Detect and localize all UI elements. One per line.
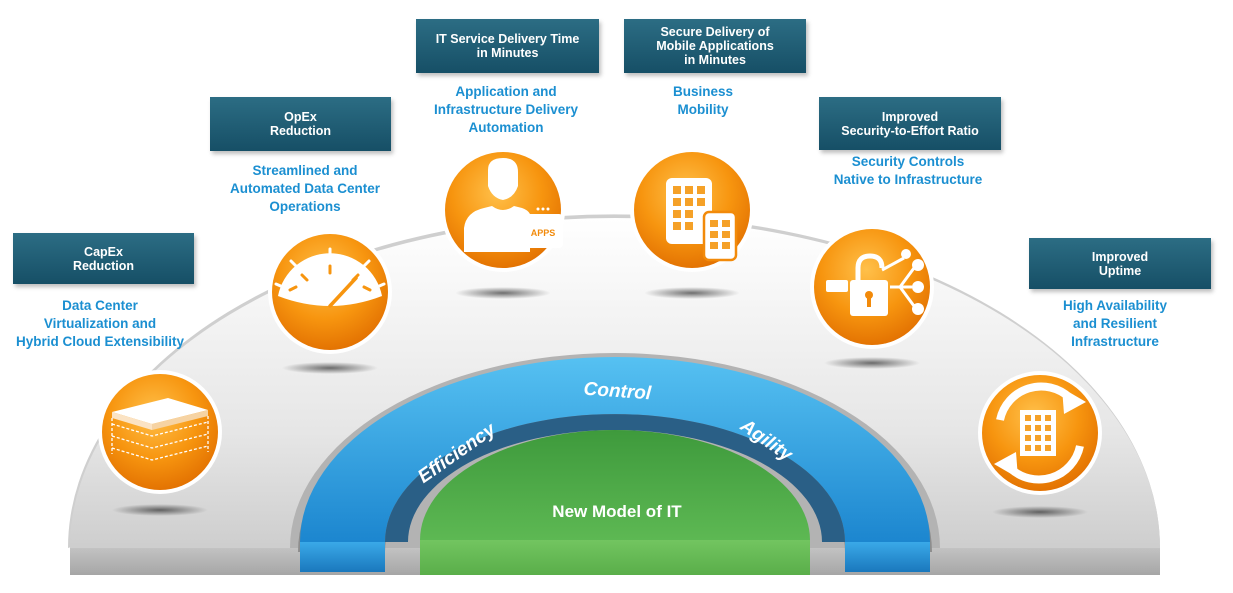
title-line: Security-to-Effort Ratio — [841, 123, 979, 138]
title-line: IT Service Delivery Time — [435, 32, 580, 46]
title-line: Mobile Applications — [656, 39, 774, 53]
title-line: OpEx — [284, 110, 317, 124]
title-line: Improved — [1091, 249, 1149, 264]
tablet-phone-icon — [666, 178, 738, 262]
speedometer-icon — [274, 247, 386, 308]
desc-line: Security Controls — [851, 154, 965, 169]
ball-mobility — [630, 148, 754, 299]
title-line: in Minutes — [476, 46, 539, 60]
padlock-network-icon — [826, 249, 924, 316]
title-line: Secure Delivery of — [660, 25, 770, 39]
title-line: Uptime — [1098, 263, 1142, 278]
building-cycle-icon — [994, 382, 1086, 484]
title-opex: OpEx Reduction — [210, 97, 391, 151]
desc-line: Operations — [269, 199, 341, 214]
desc-line: Streamlined and — [252, 163, 358, 178]
desc-line: Application and — [455, 84, 557, 99]
ball-capex — [98, 370, 222, 516]
desc-line: Virtualization and — [43, 316, 157, 331]
arc-label-control: Control — [583, 379, 653, 405]
desc-line: Native to Infrastructure — [833, 172, 983, 187]
desc-line: Infrastructure — [1071, 334, 1159, 349]
title-it-service: IT Service Delivery Time in Minutes — [416, 19, 599, 73]
desc-it-service: Application and Infrastructure Delivery … — [406, 83, 606, 137]
user-apps-icon: APPS — [464, 158, 563, 252]
desc-mobile: Business Mobility — [603, 83, 803, 119]
title-line: Improved — [881, 109, 939, 124]
desc-line: and Resilient — [1072, 316, 1158, 331]
blue-arc — [298, 357, 932, 572]
desc-line: Business — [672, 84, 734, 99]
desc-line: Automated Data Center — [229, 181, 381, 196]
title-mobile: Secure Delivery of Mobile Applications i… — [624, 19, 806, 73]
ball-uptime — [978, 371, 1102, 518]
core-label: New Model of IT — [552, 502, 682, 521]
ball-opex — [268, 230, 392, 374]
desc-security: Security Controls Native to Infrastructu… — [808, 153, 1008, 189]
title-capex: CapEx Reduction — [13, 233, 194, 284]
title-line: CapEx — [84, 244, 123, 259]
desc-line: Mobility — [677, 102, 729, 117]
ball-security — [810, 225, 934, 369]
svg-text:APPS: APPS — [531, 228, 556, 238]
desc-line: Infrastructure Delivery — [433, 102, 579, 117]
desc-line: High Availability — [1062, 298, 1168, 313]
title-security: Improved Security-to-Effort Ratio — [819, 97, 1001, 150]
desc-line: Data Center — [62, 298, 138, 313]
desc-line: Hybrid Cloud Extensibility — [15, 334, 185, 349]
green-core — [420, 430, 810, 575]
desc-opex: Streamlined and Automated Data Center Op… — [205, 162, 405, 216]
title-line: in Minutes — [684, 53, 746, 67]
title-line: Reduction — [269, 124, 332, 138]
desc-capex: Data Center Virtualization and Hybrid Cl… — [0, 297, 200, 351]
server-stack-icon — [111, 398, 209, 461]
ball-it-service: APPS — [441, 148, 565, 299]
title-uptime: Improved Uptime — [1029, 238, 1211, 289]
desc-line: Automation — [468, 120, 544, 135]
title-line: Reduction — [72, 258, 135, 273]
desc-uptime: High Availability and Resilient Infrastr… — [1015, 297, 1215, 351]
